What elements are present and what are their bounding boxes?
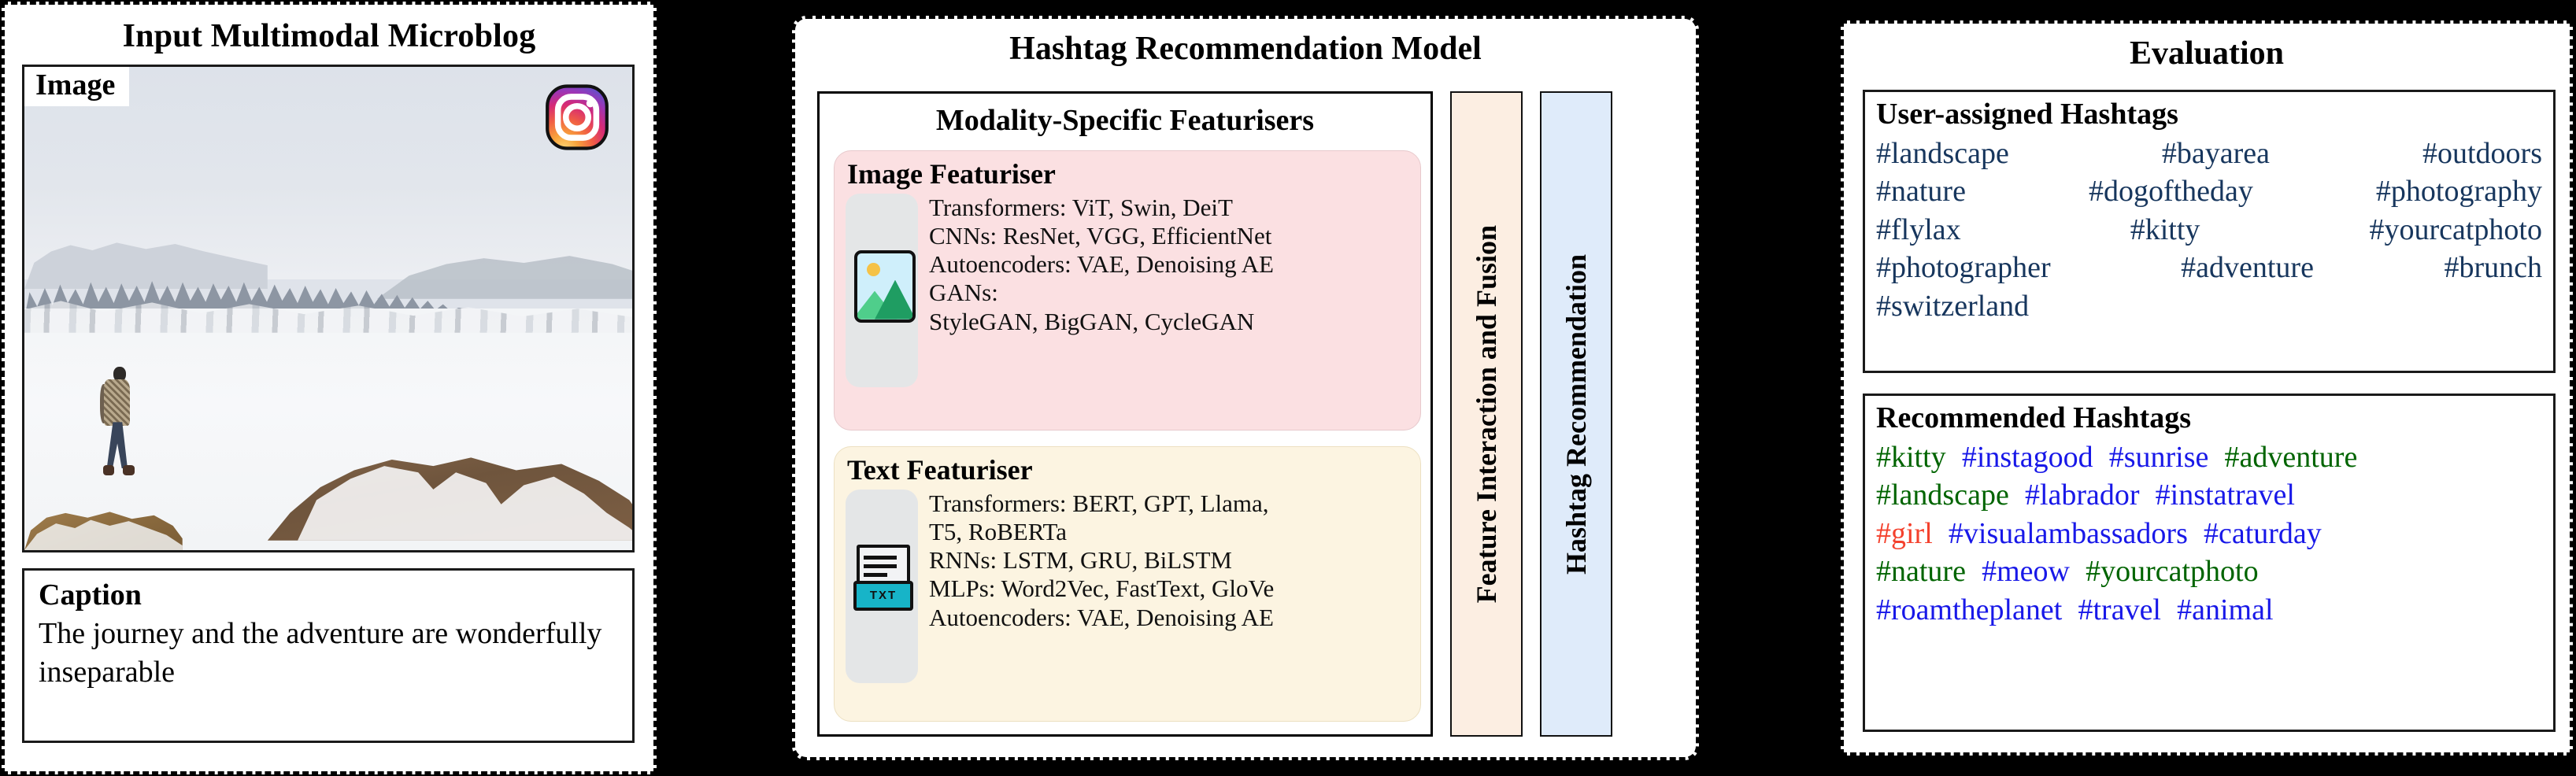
hashtag: #visualambassadors	[1948, 516, 2188, 550]
recommended-hashtags-box: Recommended Hashtags #kitty #instagood #…	[1863, 394, 2556, 732]
person-torso	[103, 379, 131, 426]
image-featuriser-card: Image Featuriser Transformers: ViT, Swin…	[834, 150, 1421, 430]
hashtag-recommendation-model-panel: Hashtag Recommendation Model Modality-Sp…	[792, 16, 1699, 760]
caption-text: The journey and the adventure are wonder…	[39, 616, 602, 689]
hashtag: #girl	[1876, 516, 1933, 550]
text-featuriser-line: RNNs: LSTM, GRU, BiLSTM	[929, 546, 1232, 575]
hashtag: #caturday	[2203, 516, 2322, 550]
right-panel-title: Evaluation	[2129, 35, 2285, 72]
text-featuriser-card: Text Featuriser TXT Transformers: BERT, …	[834, 446, 1421, 722]
instagram-icon	[546, 84, 609, 150]
user-tag-row: #landscape #bayarea #outdoors	[1876, 135, 2542, 173]
hashtag: #photographer	[1876, 251, 2051, 285]
hashtag: #switzerland	[1876, 290, 2030, 323]
featurisers-title: Modality-Specific Featurisers	[935, 104, 1315, 137]
hashtag: #meow	[1982, 555, 2070, 589]
person-walking	[96, 366, 139, 482]
hashtag: #nature	[1876, 175, 1966, 209]
hashtag: #landscape	[1876, 136, 2009, 170]
hashtag: #flylax	[1876, 212, 1961, 246]
user-tag-row: #photographer #adventure #brunch	[1876, 249, 2542, 287]
middle-panel-title: Hashtag Recommendation Model	[1009, 31, 1482, 67]
image-featuriser-lines: Transformers: ViT, Swin, DeiT CNNs: ResN…	[929, 194, 1409, 336]
user-tag-row: #nature #dogoftheday #photography	[1876, 172, 2542, 211]
left-panel-title: Input Multimodal Microblog	[122, 18, 536, 54]
hashtag: #instagood	[1961, 440, 2093, 474]
modality-specific-featurisers-box: Modality-Specific Featurisers Image Feat…	[817, 91, 1433, 737]
text-featuriser-heading: Text Featuriser	[847, 454, 1033, 486]
recommended-tag-row: #nature #meow #yourcatphoto	[1876, 552, 2542, 591]
person-head	[113, 366, 126, 382]
recommended-tag-row: #landscape #labrador #instatravel	[1876, 476, 2542, 515]
text-featuriser-line: Transformers: BERT, GPT, Llama,	[929, 489, 1269, 517]
hashtag-recommendation-label: Hashtag Recommendation	[1560, 253, 1592, 575]
image-featuriser-line: Autoencoders: VAE, Denoising AE	[929, 250, 1274, 279]
user-tag-row: #switzerland	[1876, 287, 2542, 326]
recommended-tag-row: #girl #visualambassadors #caturday	[1876, 515, 2542, 553]
hashtag-recommendation-column: Hashtag Recommendation	[1540, 91, 1612, 737]
hashtag: #labrador	[2024, 479, 2140, 512]
hashtag: #brunch	[2444, 251, 2542, 285]
image-featuriser-line: StyleGAN, BigGAN, CycleGAN	[929, 307, 1255, 335]
hashtag: #travel	[2078, 593, 2161, 627]
person-boot-right	[122, 464, 135, 476]
text-featuriser-line: MLPs: Word2Vec, FastText, GloVe	[929, 575, 1275, 603]
hashtag: #adventure	[2224, 440, 2358, 474]
text-featuriser-lines: Transformers: BERT, GPT, Llama, T5, RoBE…	[929, 490, 1409, 632]
hashtag: #dogoftheday	[2088, 175, 2253, 209]
feature-interaction-fusion-column: Feature Interaction and Fusion	[1450, 91, 1523, 737]
txt-file-icon-label: TXT	[853, 580, 913, 611]
user-assigned-hashtags-heading: User-assigned Hashtags	[1876, 98, 2178, 131]
hashtag: #outdoors	[2422, 136, 2542, 170]
hashtag: #yourcatphoto	[2369, 212, 2542, 246]
image-featuriser-line: Transformers: ViT, Swin, DeiT	[929, 193, 1233, 221]
hashtag: #landscape	[1876, 479, 2009, 512]
person-legs	[106, 422, 128, 469]
txt-file-icon: TXT	[846, 489, 918, 683]
image-featuriser-line: GANs:	[929, 279, 998, 307]
recommended-tag-row: #roamtheplanet #travel #animal	[1876, 591, 2542, 630]
image-featuriser-line: CNNs: ResNet, VGG, EfficientNet	[929, 221, 1272, 249]
hashtag: #adventure	[2181, 251, 2314, 285]
hashtag: #animal	[2177, 593, 2274, 627]
hashtag: #kitty	[2130, 212, 2200, 246]
image-featuriser-heading: Image Featuriser	[847, 158, 1056, 190]
hashtag: #roamtheplanet	[1876, 593, 2063, 627]
hashtag: #instatravel	[2155, 479, 2295, 512]
hashtag: #bayarea	[2161, 136, 2270, 170]
user-tag-row: #flylax #kitty #yourcatphoto	[1876, 211, 2542, 249]
text-featuriser-line: Autoencoders: VAE, Denoising AE	[929, 603, 1274, 631]
microblog-image-frame: Image	[22, 65, 635, 552]
recommended-tag-row: #kitty #instagood #sunrise #adventure	[1876, 438, 2542, 477]
picture-icon	[846, 193, 918, 387]
caption-label: Caption	[39, 578, 142, 612]
person-boot-left	[102, 464, 114, 476]
feature-interaction-fusion-label: Feature Interaction and Fusion	[1471, 224, 1502, 604]
recommended-hashtags-heading: Recommended Hashtags	[1876, 401, 2192, 434]
text-featuriser-line: T5, RoBERTa	[929, 517, 1068, 545]
snow-landscape-photo	[24, 67, 632, 550]
input-microblog-panel: Input Multimodal Microblog	[2, 2, 657, 774]
hashtag: #sunrise	[2108, 440, 2209, 474]
evaluation-panel: Evaluation User-assigned Hashtags #lands…	[1841, 20, 2573, 756]
hashtag: #yourcatphoto	[2086, 555, 2259, 589]
hashtag: #nature	[1876, 555, 1966, 589]
caption-box: Caption The journey and the adventure ar…	[22, 568, 635, 743]
hashtag: #kitty	[1876, 440, 1946, 474]
image-label: Image	[24, 67, 130, 106]
hashtag: #photography	[2375, 175, 2542, 209]
user-assigned-hashtags-box: User-assigned Hashtags #landscape #bayar…	[1863, 90, 2556, 373]
